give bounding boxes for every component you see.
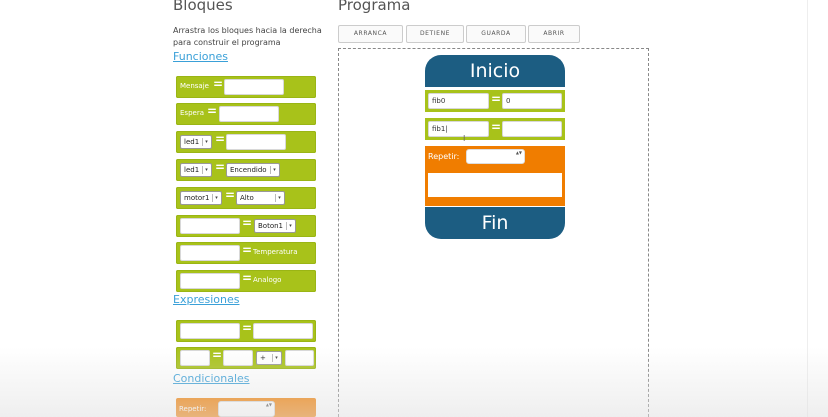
assign-block-fib1[interactable]: fib1| = I	[425, 118, 565, 143]
variable-input[interactable]	[180, 323, 240, 339]
operand-b-input[interactable]	[285, 350, 314, 366]
block-mensaje[interactable]: Mensaje =	[176, 76, 316, 98]
chevron-down-icon: ▾	[275, 194, 283, 202]
equals-sign: =	[491, 120, 502, 134]
block-analogo[interactable]: = Analogo	[176, 270, 316, 292]
chevron-down-icon: ▾	[212, 194, 220, 202]
block-led-value[interactable]: led1▾ =	[176, 131, 316, 153]
result-input[interactable]	[180, 350, 210, 366]
inicio-block[interactable]: Inicio	[425, 55, 565, 87]
sidebar-intro-text: Arrastra los bloques hacia la derecha pa…	[173, 26, 322, 47]
block-boton[interactable]: = Boton1▾	[176, 215, 316, 237]
equals-sign: =	[242, 271, 253, 285]
abrir-button[interactable]: ABRIR	[528, 25, 580, 43]
chevron-down-icon: ▾	[270, 166, 278, 174]
chevron-down-icon: ▾	[286, 222, 294, 230]
page-left-margin	[0, 0, 160, 417]
block-label: Analogo	[253, 276, 282, 284]
text-cursor-icon: I	[463, 134, 466, 143]
block-expression-assign[interactable]: =	[176, 320, 316, 342]
equals-sign: =	[215, 132, 226, 146]
block-temperatura[interactable]: = Temperatura	[176, 242, 316, 264]
led-select[interactable]: led1▾	[180, 163, 212, 177]
detiene-button[interactable]: DETIENE	[406, 25, 464, 43]
variable-input[interactable]	[180, 273, 240, 289]
block-repetir[interactable]: Repetir: ▲▼	[176, 398, 316, 417]
equals-sign: =	[225, 188, 236, 202]
scrollbar-track[interactable]	[807, 0, 828, 417]
operator-select[interactable]: +▾	[256, 351, 282, 365]
fin-block[interactable]: Fin	[425, 207, 565, 239]
arranca-button[interactable]: ARRANCA	[338, 25, 403, 43]
state-select[interactable]: Encendido▾	[226, 163, 280, 177]
button-select[interactable]: Boton1▾	[254, 219, 296, 233]
repeat-block[interactable]: Repetir: ▲▼	[425, 146, 565, 206]
block-label: Espera	[180, 109, 204, 117]
equals-sign: =	[491, 92, 502, 106]
repeat-count-input[interactable]: ▲▼	[466, 149, 525, 164]
section-link-funciones[interactable]: Funciones	[173, 50, 228, 63]
equals-sign: =	[215, 160, 226, 174]
block-label: Temperatura	[253, 248, 298, 256]
speed-select[interactable]: Alto▾	[236, 191, 285, 205]
block-label: Repetir:	[179, 405, 207, 413]
section-link-condicionales[interactable]: Condicionales	[173, 372, 250, 385]
repeat-bottom-bar	[425, 200, 565, 204]
variable-input[interactable]	[180, 218, 240, 234]
equals-sign: =	[242, 216, 253, 230]
chevron-down-icon: ▾	[272, 354, 280, 362]
repeat-count-input[interactable]: ▲▼	[218, 401, 275, 417]
program-title: Programa	[338, 0, 411, 14]
block-motor[interactable]: motor1▾ = Alto▾	[176, 187, 316, 209]
variable-input[interactable]: fib0	[428, 93, 489, 109]
equals-sign: =	[212, 348, 223, 362]
block-expression-operation[interactable]: = +▾	[176, 347, 316, 369]
espera-input[interactable]	[219, 106, 279, 122]
equals-sign: =	[242, 321, 253, 335]
program-canvas[interactable]: Inicio fib0 = 0 fib1| = I Repetir: ▲▼ Fi…	[338, 48, 649, 417]
repeat-label: Repetir:	[428, 152, 460, 161]
repeat-drop-zone[interactable]	[428, 173, 562, 197]
block-espera[interactable]: Espera =	[176, 103, 316, 125]
led-select[interactable]: led1▾	[180, 135, 212, 149]
chevron-down-icon: ▾	[202, 166, 210, 174]
value-input[interactable]	[253, 323, 313, 339]
program-panel: Programa ARRANCA DETIENE GUARDA ABRIR In…	[338, 0, 658, 417]
equals-sign: =	[213, 77, 224, 91]
block-led-state[interactable]: led1▾ = Encendido▾	[176, 159, 316, 181]
sidebar-title: Bloques	[173, 0, 233, 14]
spin-arrows-icon: ▲▼	[515, 150, 522, 155]
operand-a-input[interactable]	[223, 350, 253, 366]
value-input[interactable]	[502, 121, 562, 137]
value-input[interactable]: 0	[502, 93, 562, 109]
equals-sign: =	[207, 104, 218, 118]
chevron-down-icon: ▾	[202, 138, 210, 146]
motor-select[interactable]: motor1▾	[180, 191, 222, 205]
variable-input[interactable]	[180, 245, 240, 261]
led-value-input[interactable]	[226, 134, 286, 150]
section-link-expresiones[interactable]: Expresiones	[173, 293, 240, 306]
assign-block-fib0[interactable]: fib0 = 0	[425, 90, 565, 112]
mensaje-input[interactable]	[224, 79, 284, 95]
block-label: Mensaje	[180, 82, 209, 90]
spin-arrows-icon: ▲▼	[265, 402, 272, 407]
variable-input[interactable]: fib1|	[428, 121, 489, 137]
equals-sign: =	[242, 243, 253, 257]
guarda-button[interactable]: GUARDA	[466, 25, 526, 43]
